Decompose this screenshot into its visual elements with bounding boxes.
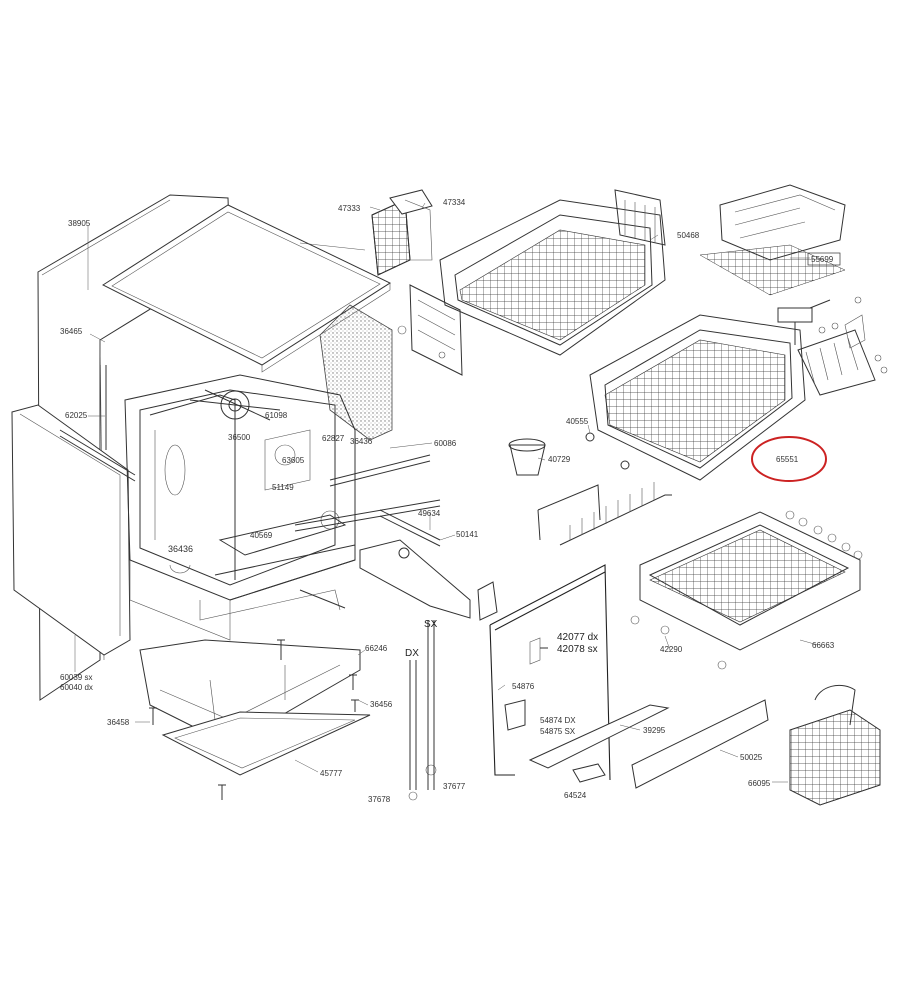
label-55699: 55699 xyxy=(811,255,834,264)
lower-basket xyxy=(630,510,863,670)
cup-shelf xyxy=(699,184,846,296)
label-36458: 36458 xyxy=(107,718,130,727)
kick-plate xyxy=(631,699,769,789)
label-37677: 37677 xyxy=(443,782,466,791)
slide-rails xyxy=(294,454,498,621)
label-49634: 49634 xyxy=(418,509,441,518)
label-40569: 40569 xyxy=(250,531,273,540)
door-bracket xyxy=(504,699,526,731)
label-36436-b: 36436 xyxy=(168,544,193,554)
rack-side-panel xyxy=(397,284,463,376)
label-dx: DX xyxy=(405,648,419,659)
feet xyxy=(149,639,359,800)
small-cutlery-basket xyxy=(371,189,433,276)
label-66663: 66663 xyxy=(812,641,835,650)
door-panel xyxy=(11,404,131,656)
label-54875-sx: 54875 SX xyxy=(540,727,576,736)
base-frame xyxy=(139,639,371,776)
label-51149: 51149 xyxy=(272,483,294,492)
label-36465: 36465 xyxy=(60,327,83,336)
trim-strip xyxy=(528,704,670,783)
label-40729: 40729 xyxy=(548,455,571,464)
small-parts-mid xyxy=(508,432,630,476)
label-42290: 42290 xyxy=(660,645,683,654)
label-45777: 45777 xyxy=(320,769,343,778)
label-62025: 62025 xyxy=(65,411,88,420)
label-54876: 54876 xyxy=(512,682,535,691)
label-47334: 47334 xyxy=(443,198,466,207)
top-cover xyxy=(101,204,392,373)
label-50025: 50025 xyxy=(740,753,763,762)
hinge-brackets xyxy=(529,637,548,665)
label-37678: 37678 xyxy=(368,795,391,804)
upper-basket-65551 xyxy=(589,314,806,481)
label-63605: 63605 xyxy=(282,456,305,465)
label-50468: 50468 xyxy=(677,231,700,240)
label-60040-dx: 60040 dx xyxy=(60,683,93,692)
insulation-panel xyxy=(319,304,393,441)
label-38905: 38905 xyxy=(68,219,91,228)
cutlery-basket xyxy=(789,684,881,806)
upper-basket xyxy=(439,189,666,356)
label-64524: 64524 xyxy=(564,791,587,800)
label-sx: SX xyxy=(424,619,438,630)
label-66095: 66095 xyxy=(748,779,771,788)
hoses xyxy=(408,620,437,801)
label-65551: 65551 xyxy=(776,455,799,464)
label-47333: 47333 xyxy=(338,204,361,213)
leader-lines xyxy=(74,202,819,783)
part-labels: 38905 36465 62025 60039 sx 60040 dx 3645… xyxy=(60,198,841,804)
door-seal xyxy=(489,564,611,781)
label-66246: 66246 xyxy=(365,644,388,653)
label-39295: 39295 xyxy=(643,726,666,735)
highlight-circle-65551 xyxy=(751,436,827,482)
label-40555: 40555 xyxy=(566,417,589,426)
label-61098: 61098 xyxy=(265,411,288,420)
fold-down-tines xyxy=(537,482,672,546)
clip-parts xyxy=(777,296,888,396)
label-50141: 50141 xyxy=(456,530,479,539)
label-62827: 62827 xyxy=(322,434,345,443)
label-54874-dx: 54874 DX xyxy=(540,716,576,725)
label-60039-sx: 60039 sx xyxy=(60,673,92,682)
label-42077-dx: 42077 dx xyxy=(557,632,598,643)
label-60086: 60086 xyxy=(434,439,457,448)
tub-frame xyxy=(59,365,356,641)
label-36500: 36500 xyxy=(228,433,251,442)
label-36456: 36456 xyxy=(370,700,393,709)
label-36436-a: 36436 xyxy=(350,437,373,446)
label-42078-sx: 42078 sx xyxy=(557,644,598,655)
